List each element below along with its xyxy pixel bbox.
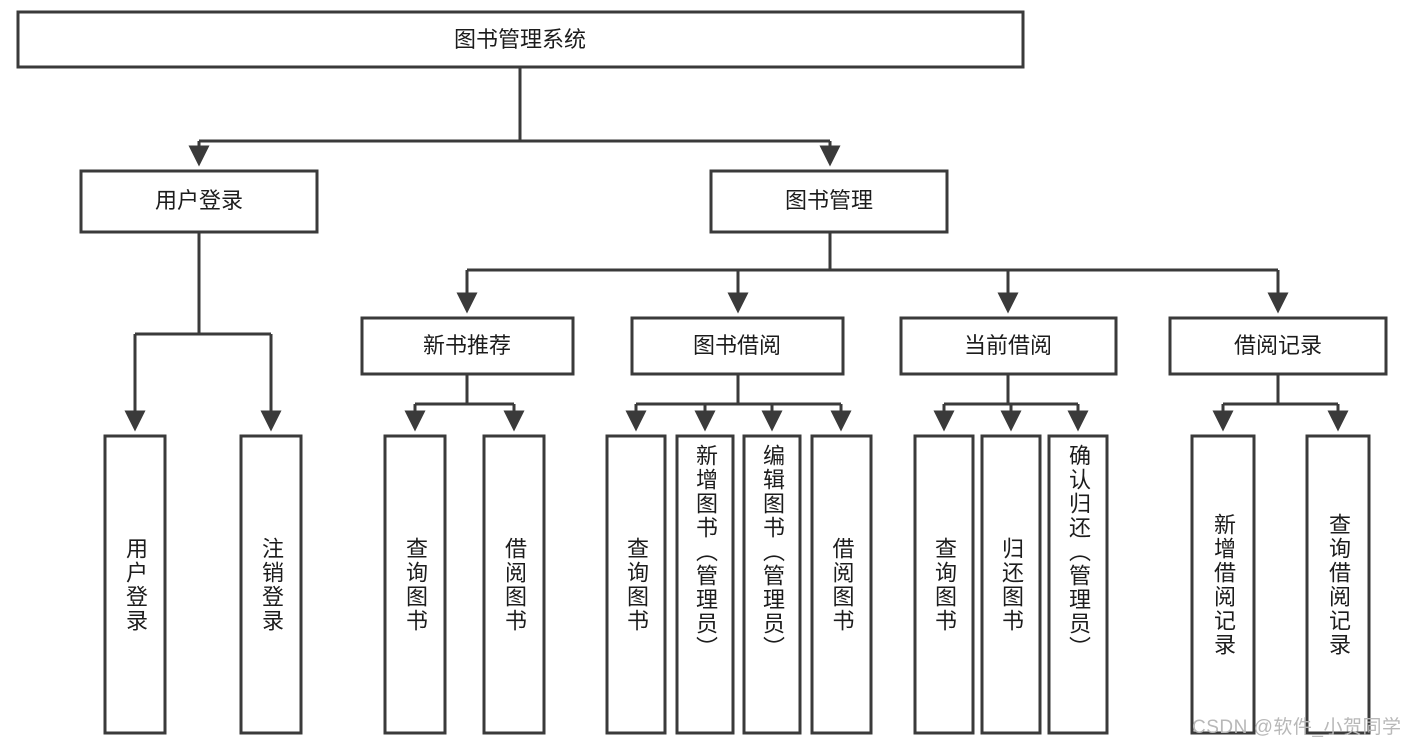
node-borrow-record-label: 借阅记录 (1234, 333, 1322, 358)
leaf-box-return-book[interactable] (980, 434, 1042, 735)
node-root-label: 图书管理系统 (454, 27, 586, 52)
connector-current-borrow-to-leaves (933, 374, 1089, 432)
node-new-book-recommend[interactable]: 新书推荐 (360, 316, 575, 376)
leaf-box-add-book-admin[interactable] (675, 434, 735, 735)
connector-book-borrow-to-leaves (625, 374, 852, 432)
node-user-login[interactable]: 用户登录 (79, 169, 319, 234)
node-current-borrow[interactable]: 当前借阅 (899, 316, 1118, 376)
node-borrow-record[interactable]: 借阅记录 (1168, 316, 1388, 376)
connector-user-login-to-leaves (124, 232, 282, 432)
connector-book-manage-to-level3 (456, 232, 1289, 314)
connector-new-book-to-leaves (404, 374, 525, 432)
node-current-borrow-label: 当前借阅 (964, 333, 1052, 358)
node-user-login-label: 用户登录 (155, 188, 243, 213)
node-root-book-management-system[interactable]: 图书管理系统 (16, 10, 1025, 69)
leaf-box-confirm-return-admin[interactable] (1047, 434, 1109, 735)
leaf-box-edit-book-admin[interactable] (742, 434, 802, 735)
leaf-box-query-book-1[interactable] (383, 434, 447, 735)
node-book-borrow[interactable]: 图书借阅 (630, 316, 845, 376)
leaf-box-query-book-3[interactable] (913, 434, 975, 735)
leaf-box-logout[interactable] (239, 434, 303, 735)
connector-root-to-level2 (188, 67, 841, 167)
node-book-management[interactable]: 图书管理 (709, 169, 949, 234)
leaf-box-borrow-book-1[interactable] (482, 434, 546, 735)
node-book-management-label: 图书管理 (785, 188, 873, 213)
leaf-box-user-login[interactable] (103, 434, 167, 735)
leaf-box-borrow-book-2[interactable] (810, 434, 873, 735)
connector-borrow-record-to-leaves (1212, 374, 1349, 432)
leaf-box-query-borrow-record[interactable] (1305, 434, 1371, 735)
leaf-box-query-book-2[interactable] (605, 434, 667, 735)
node-new-book-recommend-label: 新书推荐 (423, 333, 511, 358)
csdn-watermark: CSDN @软件_小贺同学 (1192, 717, 1402, 738)
node-book-borrow-label: 图书借阅 (693, 333, 781, 358)
leaf-box-add-borrow-record[interactable] (1190, 434, 1256, 735)
